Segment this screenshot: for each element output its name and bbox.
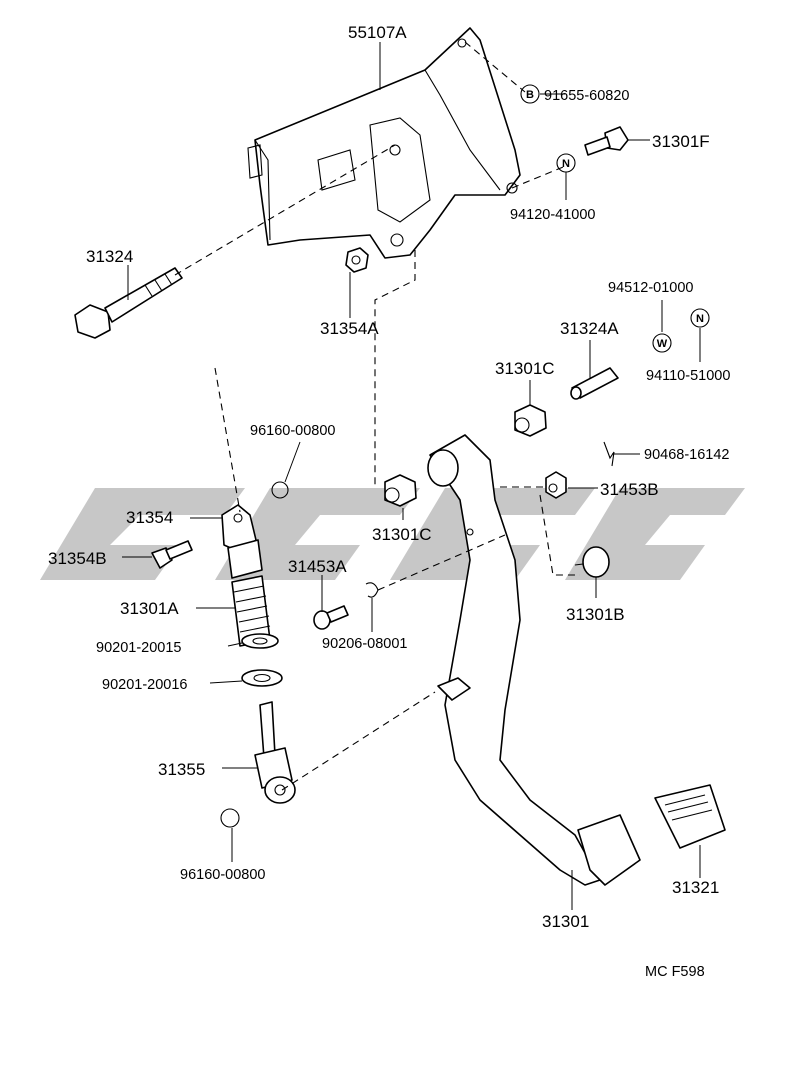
pin-31354B: [151, 540, 193, 569]
label-94120-41000: 94120-41000: [510, 207, 595, 223]
label-94512-01000: 94512-01000: [608, 280, 693, 296]
washer-90201-20015: [241, 633, 279, 649]
nut-symbol-94120: N: [556, 153, 576, 173]
svg-text:N: N: [696, 313, 704, 325]
pin-31324A: [570, 367, 619, 400]
label-31301: 31301: [542, 912, 589, 931]
part-labels: 55107A 91655-60820 31301F 94120-41000 31…: [48, 23, 730, 980]
label-94110-51000: 94110-51000: [646, 368, 730, 384]
label-31355: 31355: [158, 760, 205, 779]
label-91655-60820: 91655-60820: [544, 88, 629, 104]
bolt-symbol: B: [520, 84, 540, 104]
alignment-lines: [174, 41, 580, 791]
label-31301C-top: 31301C: [495, 359, 555, 378]
label-90206-08001: 90206-08001: [322, 636, 407, 652]
label-31453A: 31453A: [288, 557, 347, 576]
pedal-bracket: [247, 27, 521, 259]
washer-90201-20016: [241, 669, 283, 687]
label-96160-00800-bottom: 96160-00800: [180, 867, 265, 883]
nut-symbol-94110: N: [690, 308, 710, 328]
label-31301C-mid: 31301C: [372, 525, 432, 544]
label-31453B: 31453B: [600, 480, 659, 499]
label-31321: 31321: [672, 878, 719, 897]
label-31354: 31354: [126, 508, 173, 527]
label-31324: 31324: [86, 247, 133, 266]
clevis-31354: [221, 504, 263, 579]
label-31354B: 31354B: [48, 549, 107, 568]
pin-31453A: [313, 605, 349, 630]
bushing-31301C-mid: [384, 474, 417, 507]
figure-code: MC F598: [645, 964, 705, 980]
label-31324A: 31324A: [560, 319, 619, 338]
label-31301F: 31301F: [652, 132, 710, 151]
label-90468-16142: 90468-16142: [644, 447, 729, 463]
spring-clip-90468: [603, 441, 615, 467]
svg-text:W: W: [657, 338, 668, 350]
leader-lines: [122, 42, 701, 910]
clutch-pedal-lever: [427, 434, 641, 886]
svg-text:B: B: [526, 89, 534, 101]
bushing-31301C-top: [514, 404, 547, 437]
bolt-31324: [74, 267, 183, 339]
label-31354A: 31354A: [320, 319, 379, 338]
clip-96160-bottom: [220, 808, 240, 828]
pedal-pad-31321: [654, 784, 726, 849]
label-96160-00800-top: 96160-00800: [250, 423, 335, 439]
label-90201-20016: 90201-20016: [102, 677, 187, 693]
label-55107A: 55107A: [348, 23, 407, 42]
bushing-31453B: [545, 471, 567, 499]
watermark-logo: [40, 488, 745, 580]
washer-symbol: W: [652, 333, 672, 353]
clip-96160-top: [271, 481, 289, 499]
svg-text:N: N: [562, 158, 570, 170]
label-31301A: 31301A: [120, 599, 179, 618]
pushrod-31355: [254, 701, 296, 804]
label-31301B: 31301B: [566, 605, 625, 624]
label-90201-20015: 90201-20015: [96, 640, 181, 656]
bolt-31301F: [584, 126, 629, 156]
collar-31354A: [345, 247, 369, 273]
clip-90206: [365, 582, 379, 598]
